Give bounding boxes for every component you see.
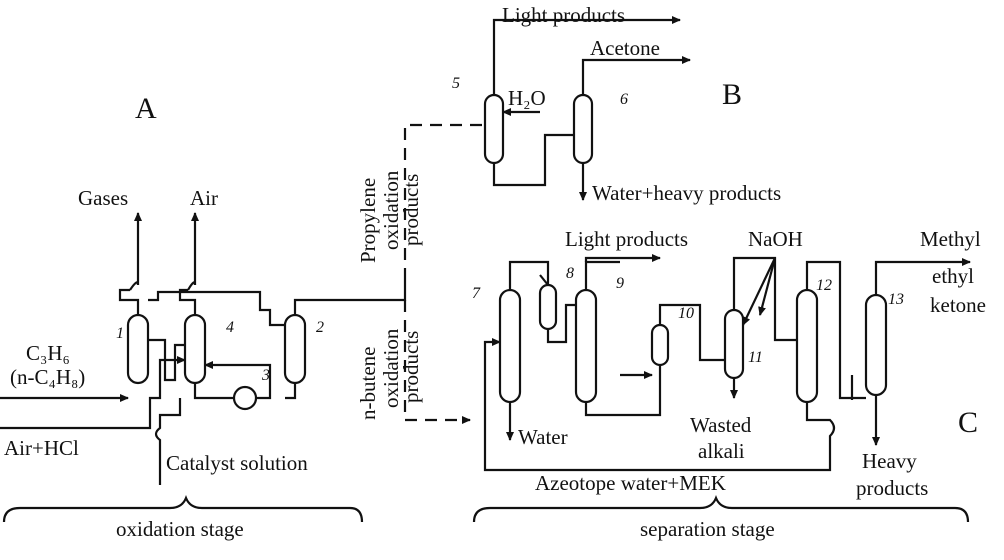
unit-13-label: 13 (888, 291, 904, 308)
unit-8-label: 8 (566, 265, 574, 282)
catalyst-solution-label: Catalyst solution (166, 451, 308, 475)
unit-11-label: 11 (748, 349, 763, 366)
naoh-label: NaOH (748, 227, 803, 251)
unit-4-label: 4 (226, 319, 234, 336)
acetone-label: Acetone (590, 36, 660, 60)
oxidation-stage-label: oxidation stage (116, 517, 244, 541)
column-11 (723, 308, 745, 380)
light-products-top-label: Light products (502, 3, 625, 27)
nbutene-label-2: oxidation (379, 328, 403, 408)
methyl-label: Methyl (920, 227, 981, 251)
water-heavy-label: Water+heavy products (592, 181, 781, 205)
section-a-label: A (135, 92, 157, 125)
vessel-8 (538, 283, 558, 331)
unit-3-label: 3 (261, 367, 270, 384)
ethyl-label: ethyl (932, 264, 974, 288)
unit-9-label: 9 (616, 275, 624, 292)
nbutene-label-1: n-butene (356, 347, 380, 420)
unit-7-label: 7 (472, 285, 481, 302)
air-hcl-label: Air+HCl (4, 436, 79, 460)
propylene-label-1: Propylene (356, 178, 380, 263)
products-label: products (856, 476, 928, 500)
section-b-label: B (722, 78, 742, 111)
oxidation-stage-brace (2, 495, 364, 523)
alkali-label: alkali (698, 439, 745, 463)
unit-6-label: 6 (620, 91, 628, 108)
h2o-label: H₂O (508, 86, 546, 110)
wasted-label: Wasted (690, 413, 752, 437)
unit-2-label: 2 (316, 319, 324, 336)
ketone-label: ketone (930, 293, 986, 317)
propylene-label-2: oxidation (379, 170, 403, 250)
nbutene-label-3: products (399, 331, 423, 403)
heavy-label: Heavy (862, 449, 917, 473)
separation-stage-label: separation stage (640, 517, 775, 541)
water-label: Water (518, 425, 568, 449)
unit-12-label: 12 (816, 277, 832, 294)
azeotope-label: Azeotope water+MEK (535, 471, 726, 495)
unit-1-label: 1 (116, 325, 124, 342)
column-2 (283, 313, 307, 385)
column-12 (795, 288, 819, 404)
column-5 (483, 93, 505, 165)
gases-label: Gases (78, 186, 128, 210)
column-6 (572, 93, 594, 165)
column-1 (126, 313, 150, 385)
unit-5-label: 5 (452, 75, 460, 92)
vessel-10 (650, 323, 670, 367)
column-7 (498, 288, 522, 404)
column-13 (864, 293, 888, 397)
unit-10-label: 10 (678, 305, 694, 322)
light-products-mid-label: Light products (565, 227, 688, 251)
pump-3 (232, 385, 258, 411)
c3h6-label: C₃H₆ (26, 341, 70, 365)
column-9 (574, 288, 598, 404)
nc4h8-label: (n-C₄H₈) (10, 365, 85, 389)
separation-stage-brace (472, 495, 970, 523)
propylene-label-3: products (399, 174, 423, 246)
section-c-label: C (958, 406, 978, 439)
air-label: Air (190, 186, 218, 210)
column-4 (183, 313, 207, 385)
